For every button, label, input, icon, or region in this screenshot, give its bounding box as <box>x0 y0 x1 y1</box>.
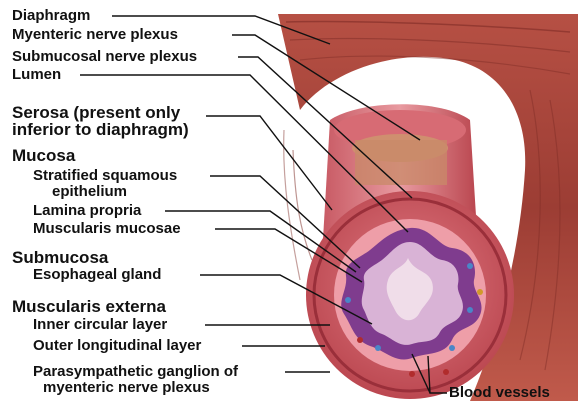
label-myenteric-nerve-plexus: Myenteric nerve plexus <box>12 27 178 43</box>
label-stratified-squamous-line2: epithelium <box>52 184 127 200</box>
label-muscularis-mucosae: Muscularis mucosae <box>33 221 181 237</box>
label-diaphragm: Diaphragm <box>12 8 90 24</box>
label-submucosal-nerve-plexus: Submucosal nerve plexus <box>12 49 197 65</box>
label-serosa-line2: inferior to diaphragm) <box>12 120 189 139</box>
label-stratified-squamous-line1: Stratified squamous <box>33 168 177 184</box>
label-mucosa: Mucosa <box>12 146 75 165</box>
label-submucosa: Submucosa <box>12 248 108 267</box>
label-esophageal-gland: Esophageal gland <box>33 267 161 283</box>
label-muscularis-externa: Muscularis externa <box>12 297 166 316</box>
label-lumen: Lumen <box>12 67 61 83</box>
label-lamina-propria: Lamina propria <box>33 203 141 219</box>
label-parasympathetic-ganglion-line2: myenteric nerve plexus <box>43 380 210 396</box>
label-parasympathetic-ganglion-line1: Parasympathetic ganglion of <box>33 364 238 380</box>
label-inner-circular-layer: Inner circular layer <box>33 317 167 333</box>
label-blood-vessels: Blood vessels <box>449 385 550 401</box>
label-outer-longitudinal-layer: Outer longitudinal layer <box>33 338 201 354</box>
